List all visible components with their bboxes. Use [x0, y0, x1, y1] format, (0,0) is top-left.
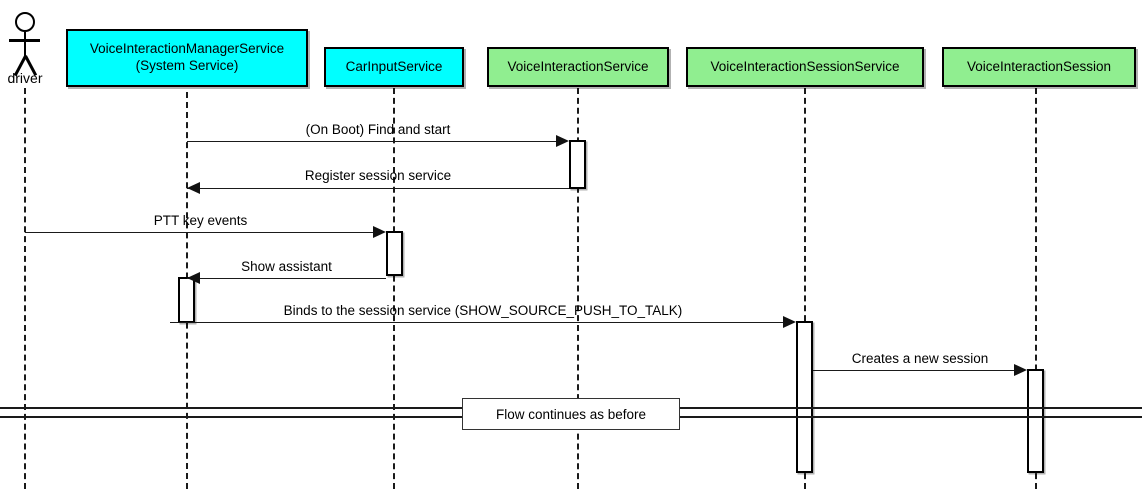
lifeline-vis — [577, 88, 579, 489]
actor-label: driver — [7, 70, 43, 86]
activation-bar-vss — [796, 321, 813, 473]
message-label-2: Register session service — [304, 168, 452, 183]
lifeline-vsession — [1035, 88, 1037, 489]
separator-label: Flow continues as before — [495, 406, 647, 422]
message-line-5 — [170, 322, 783, 323]
participant-box-vss[interactable]: VoiceInteractionSessionService — [686, 47, 924, 87]
participant-box-cis[interactable]: CarInputService — [324, 47, 464, 87]
message-line-3 — [25, 232, 376, 233]
message-line-2 — [187, 188, 569, 189]
lifeline-driver — [24, 88, 26, 489]
activation-bar-vis — [569, 140, 586, 189]
message-arrowhead-5 — [783, 315, 796, 328]
message-label-6: Creates a new session — [851, 351, 989, 366]
activation-bar-vsession — [1027, 369, 1044, 473]
participant-label-cis: CarInputService — [345, 58, 443, 74]
participant-label-vsession: VoiceInteractionSession — [966, 58, 1112, 74]
message-line-1 — [187, 141, 559, 142]
message-arrowhead-2 — [187, 181, 200, 194]
activation-bar-cis — [386, 231, 403, 276]
message-line-6 — [813, 370, 1014, 371]
participant-label-vims-line1: VoiceInteractionManagerService — [89, 41, 285, 57]
message-label-4: Show assistant — [241, 259, 332, 274]
message-arrowhead-4 — [187, 271, 200, 284]
participant-label-vss: VoiceInteractionSessionService — [710, 58, 900, 74]
message-arrowhead-1 — [556, 134, 569, 147]
participant-label-vims-line2: (System Service) — [135, 58, 239, 73]
participant-box-vsession[interactable]: VoiceInteractionSession — [942, 47, 1136, 87]
actor-body-icon — [23, 32, 27, 58]
message-line-4 — [187, 278, 386, 279]
actor-arms-icon — [9, 39, 40, 42]
participant-box-vis[interactable]: VoiceInteractionService — [487, 47, 669, 87]
participant-label-vims: VoiceInteractionManagerService(System Se… — [78, 41, 296, 75]
message-label-1: (On Boot) Find and start — [305, 122, 451, 137]
actor-driver: driver — [0, 0, 52, 92]
message-arrowhead-6 — [1014, 363, 1027, 376]
participant-label-vis: VoiceInteractionService — [507, 58, 649, 74]
lifeline-vss — [804, 88, 806, 489]
message-label-3: PTT key events — [153, 213, 248, 228]
participant-box-vims[interactable]: VoiceInteractionManagerService(System Se… — [66, 29, 308, 87]
lifeline-cis — [393, 88, 395, 489]
separator-label-box: Flow continues as before — [462, 398, 680, 430]
message-label-5: Binds to the session service (SHOW_SOURC… — [283, 303, 683, 318]
actor-head-icon — [15, 12, 35, 32]
message-arrowhead-3 — [373, 225, 386, 238]
